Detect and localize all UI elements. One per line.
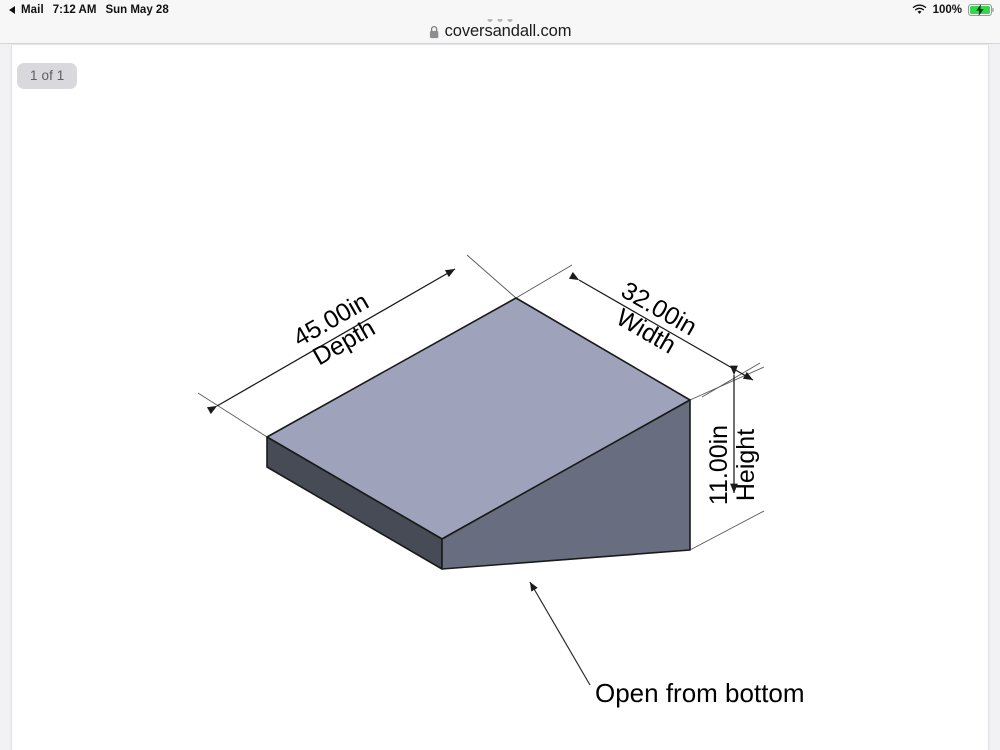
box-3d (266, 297, 691, 570)
open-bottom-callout: Open from bottom (529, 581, 805, 708)
status-bar-right: 100% (912, 3, 1000, 16)
lock-icon (429, 24, 440, 39)
dimension-drawing: 45.00in Depth 32.00in Width (12, 45, 988, 750)
height-label: Height (732, 429, 760, 501)
document-viewport[interactable]: 1 of 1 (0, 45, 1000, 750)
address-bar[interactable]: coversandall.com (429, 22, 572, 41)
url-text[interactable]: coversandall.com (444, 22, 572, 40)
status-time: 7:12 AM (52, 3, 97, 16)
box-front-face (441, 399, 691, 570)
open-from-bottom-note: Open from bottom (595, 678, 805, 708)
status-bar: Mail 7:12 AM Sun May 28 100% (0, 0, 1000, 19)
height-dimension: 11.00in Height (705, 365, 760, 505)
back-triangle-icon[interactable] (9, 5, 15, 14)
page-counter-badge: 1 of 1 (17, 63, 78, 89)
pdf-page: 1 of 1 (12, 45, 988, 750)
height-value: 11.00in (705, 425, 733, 505)
back-to-app-label[interactable]: Mail (21, 3, 44, 16)
status-bar-left: Mail 7:12 AM Sun May 28 (0, 4, 169, 16)
drawing-canvas: 45.00in Depth 32.00in Width (197, 254, 805, 708)
status-date: Sun May 28 (105, 3, 169, 16)
browser-toolbar: coversandall.com (0, 17, 1000, 44)
battery-charging-icon (968, 3, 995, 16)
battery-percent-label: 100% (932, 3, 962, 16)
more-dots-icon[interactable] (487, 17, 513, 22)
wifi-icon (912, 4, 927, 15)
